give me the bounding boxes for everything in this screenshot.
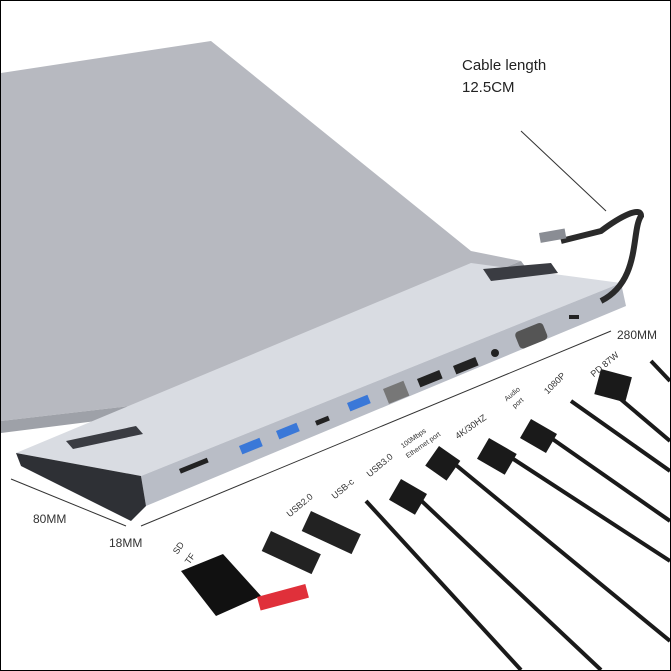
usb3-cable: [409, 489, 603, 670]
audio-cable: [569, 399, 670, 473]
usbc-port: [315, 415, 330, 426]
cable-pointer: [520, 130, 607, 212]
rubber-pad-right: [483, 263, 558, 281]
ethernet-cable: [449, 459, 670, 643]
usb-stick-1: [261, 531, 321, 575]
ethernet-plug: [425, 446, 461, 481]
hub-cable: [560, 209, 645, 304]
pd-port: [569, 315, 579, 319]
cable-length-value: 12.5CM: [462, 79, 515, 96]
ethernet-port: [382, 380, 410, 404]
usb-stick-2: [301, 511, 361, 555]
sd-slot: [179, 457, 209, 474]
dimension-line-length: [140, 330, 612, 527]
tf-card: [257, 584, 309, 611]
cables: [364, 359, 670, 670]
sd-card: [181, 554, 261, 616]
usb3-plug: [389, 479, 427, 515]
hdmi-port-1: [417, 370, 443, 388]
laptop-lid: [1, 41, 521, 421]
hdmi-plug-1: [476, 438, 517, 475]
vga-port: [515, 322, 548, 349]
usbc-plug: [539, 228, 567, 243]
vga-plug: [594, 369, 632, 403]
usb2-port-2: [275, 422, 300, 440]
hdmi-port-2: [453, 357, 479, 375]
audio-port: [491, 349, 499, 357]
hdmi-cable-1: [499, 449, 670, 563]
dimension-length: 280MM: [617, 328, 658, 342]
hub-top: [16, 263, 621, 476]
dimension-height: 18MM: [109, 536, 143, 550]
hdmi-cable-2: [539, 429, 670, 523]
hdmi-plug-2: [520, 418, 557, 454]
dimension-width: 80MM: [33, 512, 67, 526]
dimension-line-width: [10, 478, 127, 527]
usb3-port: [347, 394, 371, 412]
hub-side: [16, 453, 146, 521]
usb2-port-1: [239, 437, 263, 455]
usbc-cable: [364, 499, 523, 670]
pd-cable: [649, 359, 670, 383]
hub-front: [141, 283, 626, 506]
cable-length-title: Cable length: [462, 57, 547, 74]
laptop-edge: [1, 261, 527, 433]
rubber-pad-left: [66, 426, 143, 449]
